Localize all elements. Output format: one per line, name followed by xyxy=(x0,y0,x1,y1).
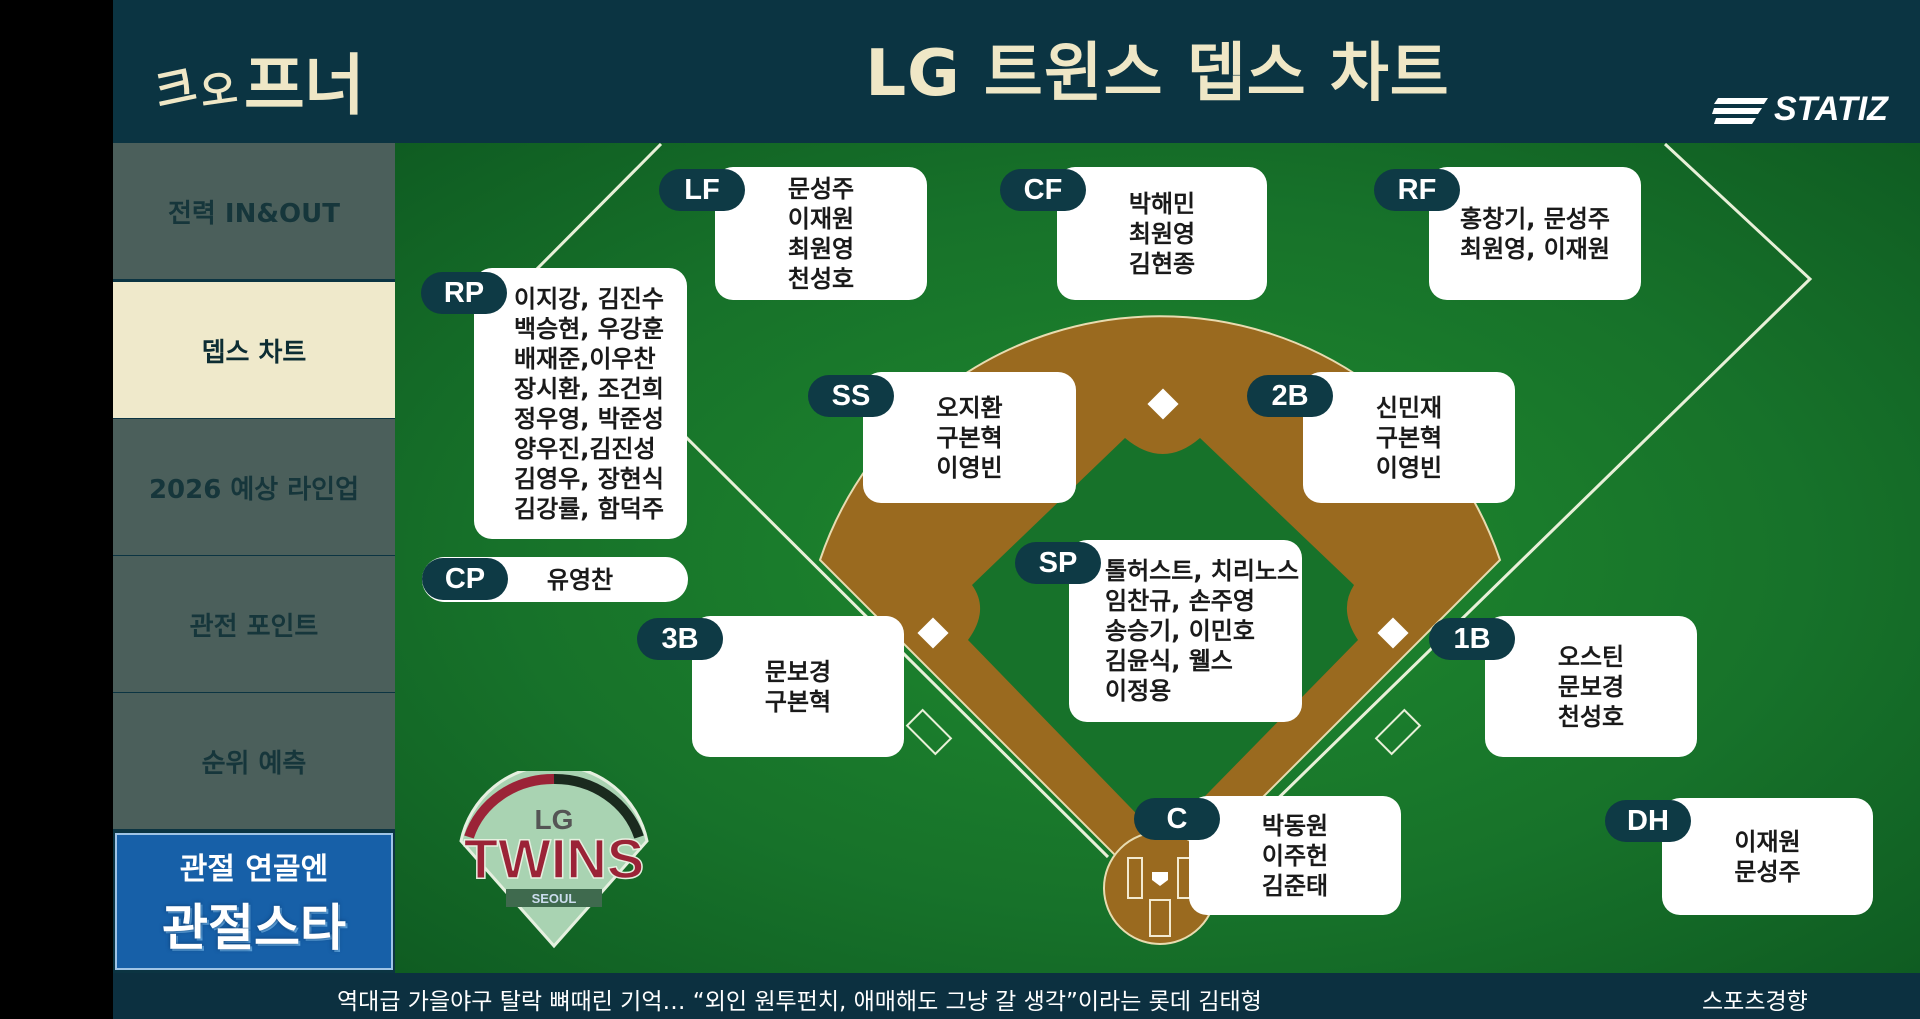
player: 문성주 xyxy=(1734,857,1801,886)
coach-box-third xyxy=(905,708,953,756)
cp-badge: CP xyxy=(422,558,508,600)
sidebar-item-lineup[interactable]: 2026 예상 라인업 xyxy=(113,419,395,555)
second-base xyxy=(1147,388,1179,420)
show-logo-mark: 크 오 프 너 xyxy=(150,47,364,122)
player: 박동원 xyxy=(1261,811,1329,840)
player: 문성주 xyxy=(787,174,855,203)
player: 이주헌 xyxy=(1261,841,1329,870)
sidebar-item-in-out[interactable]: 전력 IN&OUT xyxy=(113,143,395,279)
2b-badge: 2B xyxy=(1247,375,1333,417)
sidebar-item-depth-chart[interactable]: 뎁스 차트 xyxy=(113,282,395,418)
player: 구본혁 xyxy=(1375,423,1443,452)
player: 박해민 xyxy=(1128,189,1196,218)
lf-badge: LF xyxy=(659,169,745,211)
sidebar: 전력 IN&OUT 뎁스 차트 2026 예상 라인업 관전 포인트 순위 예측 xyxy=(113,143,395,973)
ticker-headline[interactable]: 역대급 가을야구 탈락 뼈때린 기억… “외인 원투펀치, 애매해도 그냥 갈 … xyxy=(337,989,1262,1015)
sidebar-item-label: 전력 IN&OUT xyxy=(168,198,340,229)
sidebar-item-points[interactable]: 관전 포인트 xyxy=(113,556,395,692)
lg-twins-logo: LG TWINS SEOUL xyxy=(459,771,649,949)
svg-text:크: 크 xyxy=(150,60,200,118)
svg-text:프: 프 xyxy=(244,47,305,122)
player: 유영찬 xyxy=(546,565,614,594)
player: 양우진,김진성 xyxy=(514,434,656,463)
player: 김현종 xyxy=(1128,249,1196,278)
statiz-lines-icon xyxy=(1712,97,1768,124)
player: 김영우, 장현식 xyxy=(514,464,664,493)
coach-box-first xyxy=(1374,708,1422,756)
sidebar-item-label: 관전 포인트 xyxy=(189,611,319,642)
ad-banner[interactable]: 관절 연골엔 관절스타 xyxy=(115,833,393,970)
player: 오지환 xyxy=(936,393,1003,422)
cf-players-box: 박해민 최원영 김현종 xyxy=(1057,167,1267,300)
svg-text:SEOUL: SEOUL xyxy=(532,891,577,906)
show-logo: 크 오 프 너 xyxy=(113,0,395,143)
1b-players-box: 오스틴 문보경 천성호 xyxy=(1485,616,1697,757)
player: 김준태 xyxy=(1261,871,1329,900)
player: 김강률, 함덕주 xyxy=(514,494,664,523)
dh-players-box: 이재원 문성주 xyxy=(1662,798,1873,915)
news-ticker: 역대급 가을야구 탈락 뼈때린 기억… “외인 원투펀치, 애매해도 그냥 갈 … xyxy=(113,973,1920,1019)
page-title: LG 트윈스 뎁스 차트 xyxy=(865,37,1450,111)
lf-players-box: 문성주 이재원 최원영 천성호 xyxy=(715,167,927,300)
player: 이영빈 xyxy=(1375,453,1443,482)
ss-players-box: 오지환 구본혁 이영빈 xyxy=(863,372,1076,503)
ticker-source: 스포츠경향 xyxy=(1702,989,1808,1015)
player: 송승기, 이민호 xyxy=(1105,617,1255,645)
cf-badge: CF xyxy=(1000,169,1086,211)
statiz-label: STATIZ xyxy=(1774,90,1888,128)
player: 최원영, 이재원 xyxy=(1460,234,1610,263)
player: 이재원 xyxy=(787,204,855,233)
3b-badge: 3B xyxy=(637,618,723,660)
header-bar xyxy=(395,0,1920,143)
player: 톨허스트, 치리노스 xyxy=(1105,557,1300,585)
c-badge: C xyxy=(1134,798,1220,840)
rp-badge: RP xyxy=(421,272,507,314)
player: 배재준,이우찬 xyxy=(514,344,656,373)
sidebar-item-label: 2026 예상 라인업 xyxy=(148,474,360,505)
player: 백승현, 우강훈 xyxy=(514,314,664,343)
player: 이지강, 김진수 xyxy=(514,284,664,313)
svg-text:LG: LG xyxy=(535,804,574,835)
svg-text:너: 너 xyxy=(304,47,364,122)
rf-badge: RF xyxy=(1374,169,1460,211)
rp-players-box: 이지강, 김진수 백승현, 우강훈 배재준,이우찬 장시환, 조건희 정우영, … xyxy=(474,268,687,539)
1b-badge: 1B xyxy=(1429,618,1515,660)
player: 천성호 xyxy=(1557,702,1625,731)
home-plate xyxy=(1152,872,1168,886)
svg-text:TWINS: TWINS xyxy=(464,827,644,890)
player: 신민재 xyxy=(1375,393,1443,422)
player: 임찬규, 손주영 xyxy=(1105,587,1255,615)
player: 이정용 xyxy=(1105,677,1172,705)
statiz-brand: STATIZ xyxy=(1712,90,1888,129)
player: 구본혁 xyxy=(936,423,1003,452)
2b-players-box: 신민재 구본혁 이영빈 xyxy=(1303,372,1515,503)
player: 장시환, 조건희 xyxy=(514,374,664,403)
dh-badge: DH xyxy=(1605,800,1691,842)
player: 문보경 xyxy=(1557,672,1625,701)
player: 이재원 xyxy=(1734,827,1801,856)
player: 이영빈 xyxy=(936,453,1003,482)
sp-badge: SP xyxy=(1015,542,1101,584)
player: 최원영 xyxy=(1128,219,1196,248)
ss-badge: SS xyxy=(808,375,894,417)
player: 오스틴 xyxy=(1557,642,1625,671)
c-players-box: 박동원 이주헌 김준태 xyxy=(1189,796,1401,915)
sidebar-item-ranking[interactable]: 순위 예측 xyxy=(113,693,395,829)
player: 문보경 xyxy=(764,657,832,686)
svg-text:오: 오 xyxy=(197,65,240,116)
3b-players-box: 문보경 구본혁 xyxy=(692,616,904,757)
player: 최원영 xyxy=(787,234,855,263)
player: 천성호 xyxy=(787,264,855,293)
player: 김윤식, 웰스 xyxy=(1105,647,1233,675)
sp-players-box: 톨허스트, 치리노스 임찬규, 손주영 송승기, 이민호 김윤식, 웰스 이정용 xyxy=(1069,540,1302,722)
player: 홍창기, 문성주 xyxy=(1460,204,1610,233)
sidebar-item-label: 순위 예측 xyxy=(201,748,307,779)
player: 구본혁 xyxy=(764,687,832,716)
ad-line1: 관절 연골엔 xyxy=(179,851,329,887)
sidebar-item-label: 뎁스 차트 xyxy=(201,337,307,368)
ad-line2: 관절스타 xyxy=(162,898,346,957)
rf-players-box: 홍창기, 문성주 최원영, 이재원 xyxy=(1429,167,1641,300)
right-outfield-line xyxy=(1216,143,1813,859)
player: 정우영, 박준성 xyxy=(514,404,664,433)
